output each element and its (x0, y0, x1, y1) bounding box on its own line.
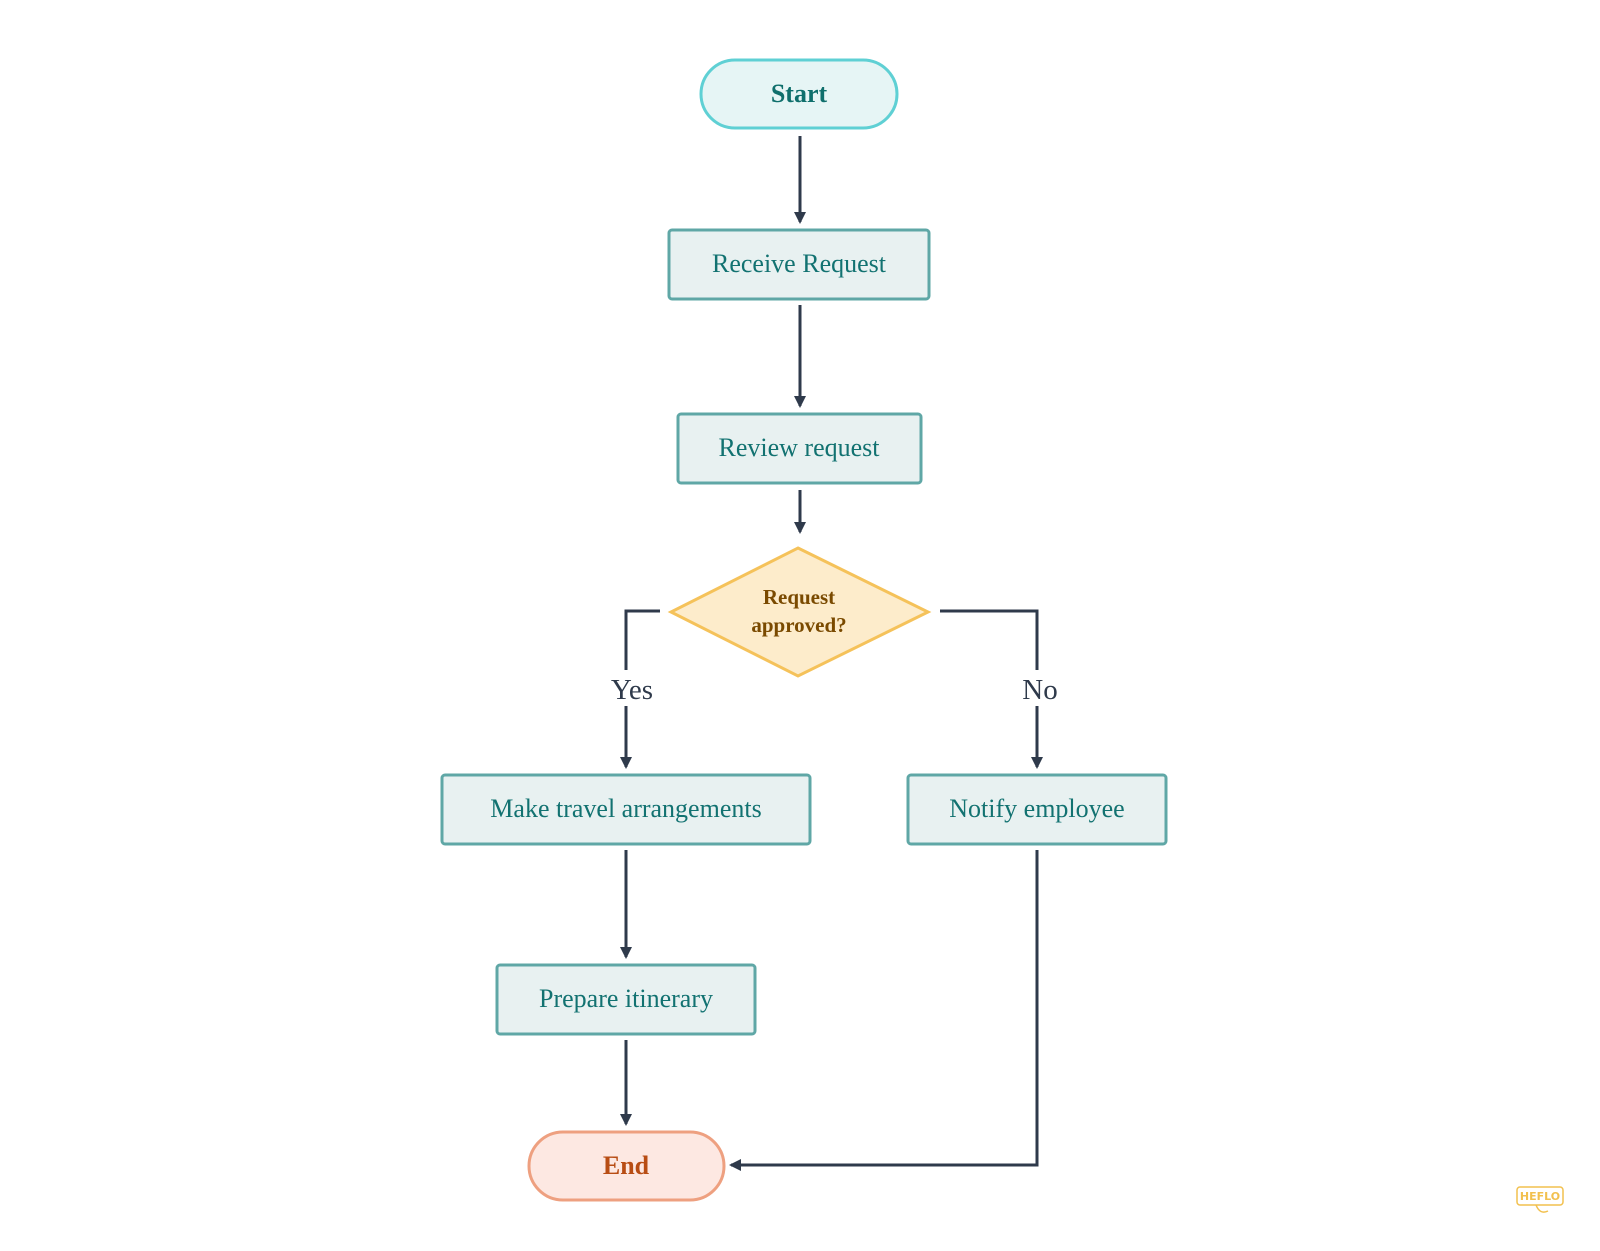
make-travel-arrangements-shape (440, 773, 812, 846)
decision-node: Request approved? (667, 546, 932, 678)
receive-request-shape (667, 228, 931, 301)
yes-label-bg (604, 670, 650, 706)
review-request-label: Review request (718, 433, 880, 462)
end-node: End (527, 1130, 726, 1202)
notify-employee-label: Notify employee (949, 794, 1124, 823)
notify-employee-shape (906, 773, 1168, 846)
edge-decision-no (940, 609, 1043, 769)
heflo-logo-text: HEFLO (1520, 1190, 1560, 1203)
no-label-bg (1018, 670, 1060, 706)
review-request-node: Review request (676, 412, 923, 485)
prepare-itinerary-node: Prepare itinerary (495, 963, 757, 1036)
connectors (620, 136, 1043, 1171)
decision-shape (667, 546, 932, 678)
receive-request-label: Receive Request (712, 249, 887, 278)
edge-notify-to-end (729, 850, 1039, 1171)
prepare-itinerary-shape (495, 963, 757, 1036)
notify-employee-node: Notify employee (906, 773, 1168, 846)
decision-label-line1: Request (763, 585, 835, 609)
make-travel-arrangements-label: Make travel arrangements (490, 794, 761, 823)
prepare-itinerary-label: Prepare itinerary (539, 984, 713, 1013)
decision-label-line2: approved? (751, 613, 846, 637)
start-label: Start (771, 79, 828, 108)
heflo-logo: HEFLO (1516, 1186, 1564, 1213)
edge-decision-yes (620, 609, 660, 769)
review-request-shape (676, 412, 923, 485)
heflo-logo-frame (1516, 1186, 1564, 1206)
end-shape (527, 1130, 726, 1202)
yes-label: Yes (611, 674, 653, 706)
receive-request-node: Receive Request (667, 228, 931, 301)
make-travel-arrangements-node: Make travel arrangements (440, 773, 812, 846)
no-label: No (1022, 674, 1057, 706)
start-shape (699, 58, 899, 130)
heflo-logo-tail (1535, 1204, 1549, 1213)
end-label: End (603, 1151, 650, 1180)
start-node: Start (699, 58, 899, 130)
